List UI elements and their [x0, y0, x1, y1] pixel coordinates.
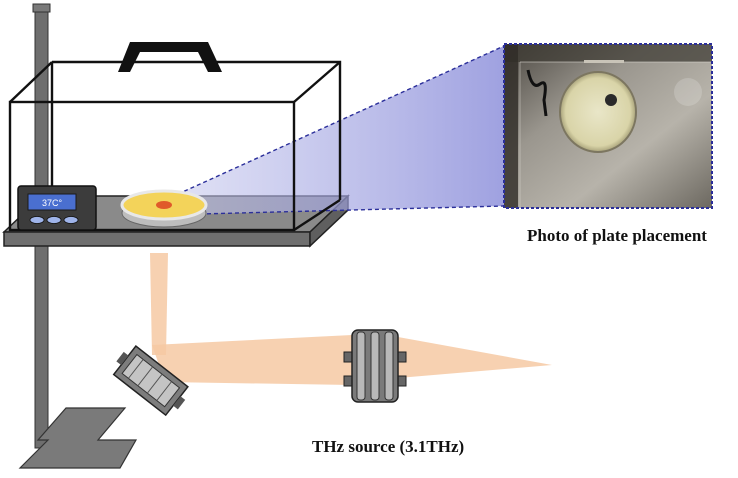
thermostat-icon: 37C°	[17, 185, 97, 231]
projection-line-bottom	[199, 205, 505, 215]
projection-wedge	[165, 46, 504, 214]
sample-spot	[156, 201, 172, 209]
source-caption: THz source (3.1THz)	[312, 437, 465, 456]
thz-beam	[150, 253, 552, 385]
box-handle	[118, 42, 222, 72]
mirror-icon	[112, 345, 189, 417]
projection-line-top	[164, 45, 505, 201]
photo-caption: Photo of plate placement	[527, 226, 707, 245]
incubator-box	[8, 60, 342, 232]
petri-dish-icon	[120, 189, 208, 228]
incubator-display-text: 37C°	[42, 198, 63, 208]
plate-placement-photo	[503, 43, 713, 209]
stand-base	[18, 407, 138, 469]
lens-icon	[343, 329, 407, 403]
